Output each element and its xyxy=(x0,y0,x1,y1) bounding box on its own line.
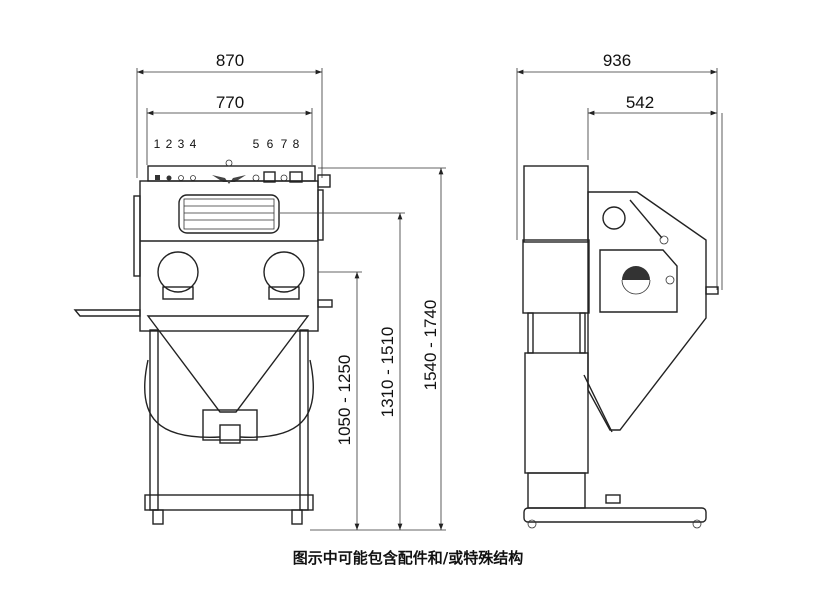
front-view xyxy=(73,159,333,525)
dimension-870: 870 xyxy=(136,51,323,178)
dimension-770: 770 xyxy=(146,93,313,165)
svg-text:770: 770 xyxy=(216,93,244,112)
svg-text:7: 7 xyxy=(281,137,288,151)
svg-text:2: 2 xyxy=(166,137,173,151)
side-view xyxy=(522,113,723,529)
svg-text:542: 542 xyxy=(626,93,654,112)
svg-text:4: 4 xyxy=(190,137,197,151)
svg-text:1540 - 1740: 1540 - 1740 xyxy=(421,300,440,391)
svg-text:936: 936 xyxy=(603,51,631,70)
svg-text:870: 870 xyxy=(216,51,244,70)
svg-text:8: 8 xyxy=(293,137,300,151)
panel-numbers: 1 2 3 4 5 6 7 8 xyxy=(154,137,300,151)
svg-text:5: 5 xyxy=(253,137,260,151)
dimension-936: 936 xyxy=(516,51,718,290)
svg-text:1050 - 1250: 1050 - 1250 xyxy=(335,355,354,446)
caption: 图示中可能包含配件和/或特殊结构 xyxy=(293,549,523,567)
dimension-height-1540-1740: 1540 - 1740 xyxy=(318,167,446,530)
dimension-height-1310-1510: 1310 - 1510 xyxy=(280,212,405,530)
svg-text:6: 6 xyxy=(267,137,274,151)
svg-text:1: 1 xyxy=(154,137,161,151)
svg-text:1310 - 1510: 1310 - 1510 xyxy=(378,327,397,418)
svg-text:3: 3 xyxy=(178,137,185,151)
dimension-height-1050-1250: 1050 - 1250 xyxy=(318,271,362,530)
dimension-542: 542 xyxy=(587,93,717,160)
